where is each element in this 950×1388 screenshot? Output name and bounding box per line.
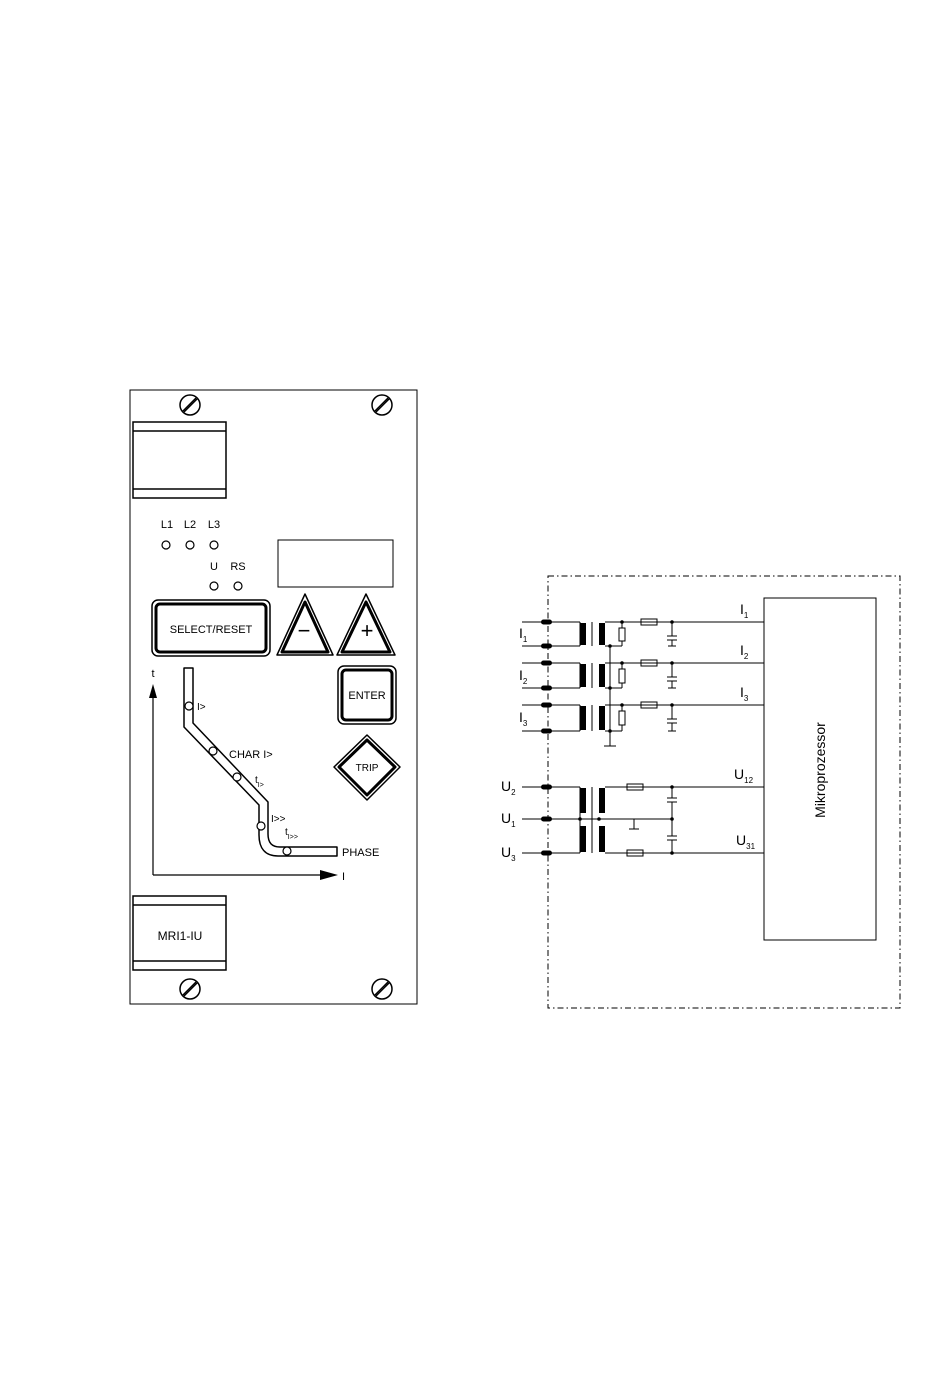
screw-icon-bottom-left bbox=[180, 979, 200, 999]
display-window bbox=[278, 540, 393, 587]
screw-icon-top-right bbox=[372, 395, 392, 415]
terminal-icon-i3a bbox=[541, 703, 552, 708]
label-char: CHAR I> bbox=[229, 749, 273, 761]
terminal-icon-i3b bbox=[541, 729, 552, 734]
led-u-icon bbox=[210, 582, 218, 590]
led-label-l1: L1 bbox=[161, 519, 173, 531]
output-label-u31: U31 bbox=[736, 832, 756, 851]
setpoint-i-gtgt-icon bbox=[257, 822, 265, 830]
input-label-u3: U3 bbox=[501, 844, 516, 863]
input-label-u2: U2 bbox=[501, 778, 516, 797]
setpoint-t-i-gt-icon bbox=[233, 773, 241, 781]
select-reset-button[interactable]: SELECT/RESET bbox=[152, 600, 270, 656]
label-phase: PHASE bbox=[342, 847, 379, 859]
microprocessor-label: Mikroprozessor bbox=[812, 722, 828, 818]
led-l2-icon bbox=[186, 541, 194, 549]
type-label: MRI1-IU bbox=[158, 929, 203, 943]
led-l1-icon bbox=[162, 541, 170, 549]
i-axis-label: I bbox=[342, 871, 345, 883]
current-channel-2 bbox=[522, 660, 764, 688]
select-reset-label: SELECT/RESET bbox=[170, 624, 253, 636]
label-i-gtgt: I>> bbox=[271, 814, 286, 825]
led-label-l2: L2 bbox=[184, 519, 196, 531]
terminal-icon-u3 bbox=[541, 851, 552, 856]
terminal-icon-i2a bbox=[541, 661, 552, 666]
terminal-icon-u1 bbox=[541, 817, 552, 822]
output-label-i2: I2 bbox=[740, 642, 749, 661]
setpoint-i-gt-icon bbox=[185, 702, 193, 710]
terminal-icon-i2b bbox=[541, 686, 552, 691]
input-label-i1: I1 bbox=[519, 625, 528, 644]
terminal-icon-i1a bbox=[541, 620, 552, 625]
relay-front-panel: L1 L2 L3 U RS SELECT/RESET − + bbox=[130, 390, 417, 1004]
input-label-u1: U1 bbox=[501, 810, 516, 829]
voltage-channels bbox=[522, 784, 764, 856]
led-label-u: U bbox=[210, 561, 218, 573]
led-label-l3: L3 bbox=[208, 519, 220, 531]
current-channel-1 bbox=[522, 619, 764, 646]
input-label-i3: I3 bbox=[519, 709, 528, 728]
minus-icon: − bbox=[298, 618, 311, 643]
t-axis-label: t bbox=[151, 668, 154, 680]
output-label-i1: I1 bbox=[740, 601, 749, 620]
trip-label: TRIP bbox=[356, 763, 379, 774]
label-i-gt: I> bbox=[197, 702, 206, 713]
type-plate: MRI1-IU bbox=[133, 896, 226, 970]
enter-label: ENTER bbox=[348, 690, 385, 702]
current-channel-3 bbox=[522, 702, 764, 731]
terminal-icon-i1b bbox=[541, 644, 552, 649]
led-rs-icon bbox=[234, 582, 242, 590]
plus-icon: + bbox=[361, 618, 374, 643]
screw-icon-top-left bbox=[180, 395, 200, 415]
setpoint-char-icon bbox=[209, 747, 217, 755]
setpoint-t-i-gtgt-icon bbox=[283, 847, 291, 855]
led-label-rs: RS bbox=[230, 561, 245, 573]
enter-button[interactable]: ENTER bbox=[338, 666, 396, 724]
terminal-icon-u2 bbox=[541, 785, 552, 790]
output-label-u12: U12 bbox=[734, 766, 754, 785]
top-label-plate bbox=[133, 422, 226, 498]
input-circuit: Mikroprozessor bbox=[501, 576, 900, 1008]
output-label-i3: I3 bbox=[740, 684, 749, 703]
led-l3-icon bbox=[210, 541, 218, 549]
screw-icon-bottom-right bbox=[372, 979, 392, 999]
input-label-i2: I2 bbox=[519, 667, 528, 686]
